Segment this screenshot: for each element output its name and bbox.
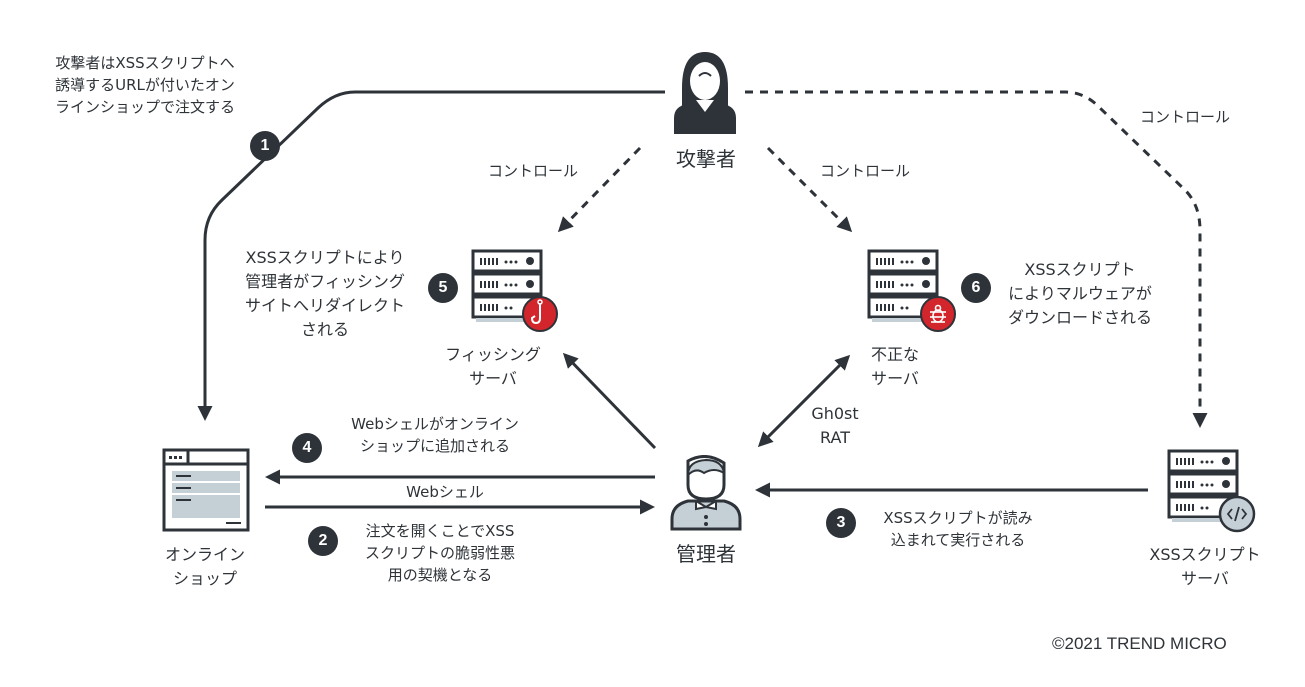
person-bowtie-icon: [670, 455, 742, 531]
online-shop-label: オンライン ショップ: [150, 543, 260, 591]
arrow-admin-to-phishing: [562, 352, 657, 450]
step-5-line: XSSスクリプトにより: [245, 248, 405, 267]
server-with-fishhook-icon: [471, 249, 558, 332]
xss-server-label-line: サーバ: [1181, 569, 1229, 588]
arrow-control-phishing: [557, 146, 642, 233]
rogue-server-label-line: 不正な: [870, 345, 919, 364]
step-badge-5: 5: [428, 273, 458, 303]
step-1-line: 誘導するURLが付いたオン: [55, 76, 235, 94]
gh0st-rat-label-line: RAT: [820, 428, 850, 447]
step-5-line: される: [300, 320, 349, 339]
step-6-line: XSSスクリプト: [1024, 260, 1136, 279]
step-badge-3: 3: [826, 508, 856, 538]
admin-label: 管理者: [676, 542, 736, 566]
step-5-line: 管理者がフィッシング: [245, 272, 405, 291]
xss-server-label-line: XSSスクリプト: [1149, 545, 1261, 564]
step-6-line: によりマルウェアが: [1008, 284, 1152, 303]
step-3-line: 込まれて実行される: [890, 531, 1026, 549]
arrow-admin-rogue-bidirectional: [757, 354, 851, 448]
hooded-person-icon: [674, 52, 736, 134]
step-1-line: 攻撃者はXSSスクリプトへ: [55, 54, 235, 72]
step-5-line: サイトへリダイレクト: [244, 296, 405, 315]
copyright-notice: ©2021 TREND MICRO: [1052, 634, 1227, 653]
rogue-server-label: 不正な サーバ: [860, 343, 930, 391]
step-badge-4: 4: [292, 433, 322, 463]
step-2-line: 注文を開くことでXSS: [365, 522, 515, 540]
server-with-bug-icon: [867, 249, 956, 332]
step-5-description: XSSスクリプトにより 管理者がフィッシング サイトへリダイレクト される: [225, 246, 425, 342]
step-1-line: ラインショップで注文する: [54, 98, 235, 116]
gh0st-rat-label: Gh0st RAT: [800, 402, 870, 450]
rogue-server-label-line: サーバ: [871, 369, 919, 388]
step-6-line: ダウンロードされる: [1007, 308, 1152, 327]
step-3-line: XSSスクリプトが読み: [883, 509, 1033, 527]
webshell-label: Webシェル: [406, 483, 484, 501]
attacker-label: 攻撃者: [676, 147, 736, 171]
server-with-code-icon: [1167, 449, 1256, 533]
arrow-control-xss-server: [745, 90, 1208, 428]
arrow-control-rogue: [766, 146, 853, 233]
online-shop-label-line: ショップ: [172, 569, 237, 588]
phishing-server-label-line: サーバ: [469, 369, 517, 388]
online-shop-label-line: オンライン: [164, 545, 245, 564]
step-4-line: ショップに追加される: [359, 437, 510, 455]
control-label-right: コントロール: [1139, 108, 1230, 126]
step-4-line: Webシェルがオンライン: [351, 415, 519, 433]
step-2-description: 注文を開くことでXSS スクリプトの脆弱性悪 用の契機となる: [340, 520, 540, 586]
phishing-server-label-line: フィッシング: [445, 345, 541, 364]
step-6-description: XSSスクリプト によりマルウェアが ダウンロードされる: [990, 258, 1170, 330]
step-2-line: スクリプトの脆弱性悪: [364, 544, 515, 562]
step-2-line: 用の契機となる: [387, 566, 493, 584]
xss-server-label: XSSスクリプト サーバ: [1125, 543, 1285, 591]
control-label-left: コントロール: [487, 162, 578, 180]
step-4-description: Webシェルがオンライン ショップに追加される: [320, 413, 550, 457]
gh0st-rat-label-line: Gh0st: [811, 404, 859, 423]
step-badge-2: 2: [308, 526, 338, 556]
step-badge-6: 6: [961, 273, 991, 303]
phishing-server-label: フィッシング サーバ: [428, 343, 558, 391]
browser-window-icon: [162, 448, 250, 532]
step-badge-1: 1: [250, 131, 280, 161]
step-1-description: 攻撃者はXSSスクリプトへ 誘導するURLが付いたオン ラインショップで注文する: [30, 52, 260, 118]
step-3-description: XSSスクリプトが読み 込まれて実行される: [858, 507, 1058, 551]
control-label-center: コントロール: [819, 162, 910, 180]
